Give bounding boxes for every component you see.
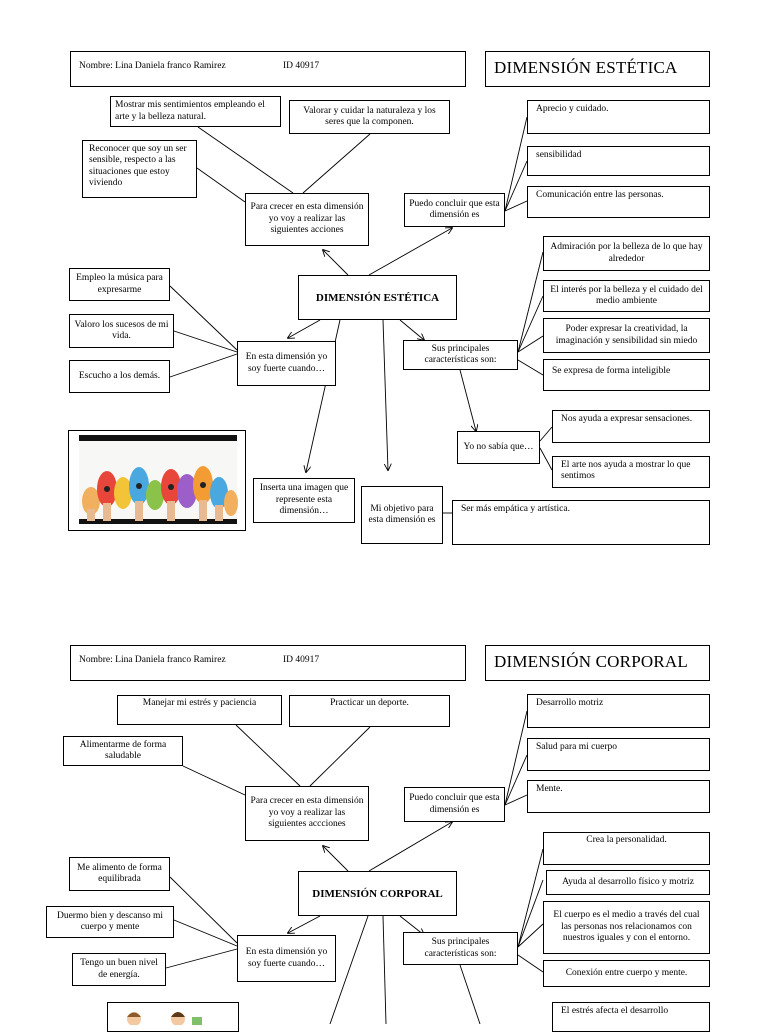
student-id-2: ID 40917 bbox=[283, 655, 320, 665]
conclusion-box-3: Comunicación entre las personas. bbox=[527, 186, 710, 218]
concluir-box: Puedo concluir que esta dimensión es bbox=[404, 193, 505, 227]
conclusion-box-1: Aprecio y cuidado. bbox=[527, 100, 710, 134]
header-name-box-2: Nombre: Lina Daniela franco Ramirez ID 4… bbox=[70, 645, 466, 681]
line2-fuerte-3 bbox=[165, 948, 238, 969]
caracteristica2-box-1: Crea la personalidad. bbox=[543, 832, 710, 865]
objetivo-text-box: Ser más empática y artística. bbox=[452, 500, 710, 545]
line2-crecer-2 bbox=[309, 726, 371, 787]
fuerte-box-2: En esta dimensión yo soy fuerte cuando… bbox=[237, 935, 336, 982]
nosabia2-item-1: El estrés afecta el desarrollo bbox=[552, 1002, 710, 1032]
caracteristicas-box-2: Sus principales características son: bbox=[403, 932, 518, 965]
line-caract-1 bbox=[517, 251, 544, 353]
student-name: Nombre: Lina Daniela franco Ramirez bbox=[79, 61, 226, 71]
dimension-title: DIMENSIÓN ESTÉTICA bbox=[485, 51, 710, 87]
header-name-box: Nombre: Lina Daniela franco Ramirez ID 4… bbox=[70, 51, 466, 87]
accion-box-3: Reconocer que soy un ser sensible, respe… bbox=[82, 140, 197, 198]
caracteristica2-box-3: El cuerpo es el medio a través del cual … bbox=[543, 901, 710, 954]
hands bbox=[82, 466, 238, 521]
line2-caract-1 bbox=[517, 848, 544, 948]
line2-center-down-2 bbox=[329, 915, 369, 1024]
line2-concl-3 bbox=[504, 794, 528, 806]
caracteristica2-box-2: Ayuda al desarrollo físico y motriz bbox=[546, 870, 710, 895]
caracteristica-box-4: Se expresa de forma inteligible bbox=[543, 359, 710, 391]
nosabia-box: Yo no sabía que… bbox=[457, 431, 540, 464]
fuerte-box: En esta dimensión yo soy fuerte cuando… bbox=[237, 341, 336, 386]
arrow-center-to-caracteristicas bbox=[399, 319, 424, 340]
line-concl-1 bbox=[504, 116, 528, 212]
fortaleza2-box-2: Duermo bien y descanso mi cuerpo y mente bbox=[46, 906, 174, 938]
central-node: DIMENSIÓN ESTÉTICA bbox=[298, 275, 457, 320]
nosabia-item-2: El arte nos ayuda a mostrar lo que senti… bbox=[552, 456, 710, 488]
fortaleza-box-1: Empleo la música para expresarme bbox=[69, 268, 170, 301]
caracteristica-box-3: Poder expresar la creatividad, la imagin… bbox=[543, 318, 710, 353]
line2-fuerte-2 bbox=[173, 919, 238, 947]
line2-caract-4 bbox=[517, 954, 544, 973]
line-caract-2 bbox=[517, 295, 544, 353]
crecer-box: Para crecer en esta dimensión yo voy a r… bbox=[245, 193, 369, 246]
accion-box-2: Valorar y cuidar la naturaleza y los ser… bbox=[289, 100, 450, 134]
conclusion2-box-2: Salud para mi cuerpo bbox=[527, 738, 710, 771]
arrow-center-to-objetivo bbox=[382, 319, 388, 470]
arrow2-center-to-fuerte bbox=[288, 915, 321, 933]
line-caract-3 bbox=[517, 335, 544, 353]
line2-fuerte-1 bbox=[169, 876, 238, 944]
line-crecer-3 bbox=[196, 167, 246, 203]
fortaleza-box-3: Escucho a los demás. bbox=[69, 360, 170, 393]
conclusion2-box-1: Desarrollo motriz bbox=[527, 694, 710, 728]
caracteristicas-box: Sus principales características son: bbox=[403, 340, 518, 370]
line-fuerte-1 bbox=[169, 285, 238, 351]
caracteristica-box-2: El interés por la belleza y el cuidado d… bbox=[543, 280, 710, 312]
arrow-center-to-crecer bbox=[323, 250, 349, 276]
line2-crecer-3 bbox=[182, 765, 246, 796]
line-fuerte-2 bbox=[173, 330, 238, 353]
crecer-box-2: Para crecer en esta dimensión yo voy a r… bbox=[245, 786, 369, 841]
accion2-box-2: Practicar un deporte. bbox=[289, 695, 450, 727]
line-crecer-1 bbox=[197, 126, 294, 194]
children-image-partial bbox=[107, 1002, 239, 1032]
line2-caract-2 bbox=[517, 879, 544, 948]
central-node-2: DIMENSIÓN CORPORAL bbox=[298, 871, 457, 916]
accion2-box-3: Alimentarme de forma saludable bbox=[63, 736, 183, 766]
caracteristica-box-1: Admiración por la belleza de lo que hay … bbox=[543, 236, 710, 271]
line2-crecer-1 bbox=[235, 724, 301, 787]
arrow2-center-to-caracteristicas bbox=[399, 915, 424, 935]
accion2-box-1: Manejar mi estrés y paciencia bbox=[117, 695, 282, 725]
line2-center-down bbox=[382, 915, 387, 1024]
line2-concl-1 bbox=[504, 710, 528, 806]
line-fuerte-3 bbox=[169, 353, 238, 378]
student-name-2: Nombre: Lina Daniela franco Ramirez bbox=[79, 655, 226, 665]
objetivo-box: Mi objetivo para esta dimensión es bbox=[361, 486, 443, 544]
student-id: ID 40917 bbox=[283, 61, 320, 71]
line-crecer-2 bbox=[302, 133, 371, 194]
caracteristica2-box-4: Conexión entre cuerpo y mente. bbox=[543, 960, 710, 987]
line2-concl-2 bbox=[504, 754, 528, 806]
concluir-box-2: Puedo concluir que esta dimensión es bbox=[404, 787, 505, 822]
children-illustration bbox=[127, 1012, 202, 1026]
arrow2-caract-to-nosabia bbox=[459, 964, 481, 1024]
conclusion-box-2: sensibilidad bbox=[527, 146, 710, 176]
painted-hands-image bbox=[68, 430, 246, 531]
arrow-caract-to-nosabia bbox=[459, 369, 476, 431]
nosabia-item-1: Nos ayuda a expresar sensaciones. bbox=[552, 410, 710, 443]
line-nosabia-1 bbox=[539, 426, 553, 442]
line-concl-2 bbox=[504, 160, 528, 212]
accion-box-1: Mostrar mis sentimientos empleando el ar… bbox=[110, 96, 281, 127]
line-caract-4 bbox=[517, 359, 544, 376]
fortaleza2-box-1: Me alimento de forma equilibrada bbox=[69, 857, 170, 891]
arrow-center-to-concluir bbox=[368, 228, 452, 276]
dimension-title-2: DIMENSIÓN CORPORAL bbox=[485, 645, 710, 681]
arrow2-center-to-concluir bbox=[368, 822, 452, 872]
line-nosabia-2 bbox=[539, 447, 553, 471]
arrow-center-to-fuerte bbox=[288, 319, 321, 338]
fortaleza2-box-3: Tengo un buen nivel de energía. bbox=[72, 953, 166, 986]
conclusion2-box-3: Mente. bbox=[527, 780, 710, 813]
line-concl-3 bbox=[504, 200, 528, 212]
arrow2-center-to-crecer bbox=[323, 846, 349, 872]
painted-hands-illustration bbox=[69, 431, 245, 530]
imagen-box: Inserta una imagen que represente esta d… bbox=[253, 478, 355, 523]
line2-caract-3 bbox=[517, 923, 544, 948]
fortaleza-box-2: Valoro los sucesos de mi vida. bbox=[69, 314, 174, 348]
